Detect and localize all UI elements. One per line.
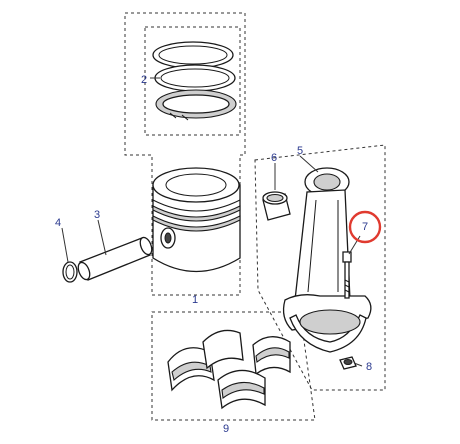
callout-8: 8 [366,361,372,373]
bearing-shells-box [151,311,316,421]
piston-pin [77,236,153,281]
callout-7: 7 [362,221,368,233]
callout-3: 3 [94,209,100,221]
callout-2: 2 [141,74,147,86]
rod-nut [339,356,357,370]
bearing-shells [167,329,291,410]
connecting-rod-box [254,144,386,391]
piston-rings [152,41,237,121]
callout-4: 4 [55,217,61,229]
callout-6: 6 [271,152,277,164]
callout-1: 1 [192,294,198,306]
rod-bolt [342,251,352,299]
small-end-bushing [262,191,291,221]
callout-9: 9 [223,423,229,435]
connecting-rod [282,167,372,353]
highlight-ring [348,210,382,244]
piston [152,167,241,273]
circlip [62,261,78,283]
leader-lines [61,77,363,367]
callout-5: 5 [297,145,303,157]
